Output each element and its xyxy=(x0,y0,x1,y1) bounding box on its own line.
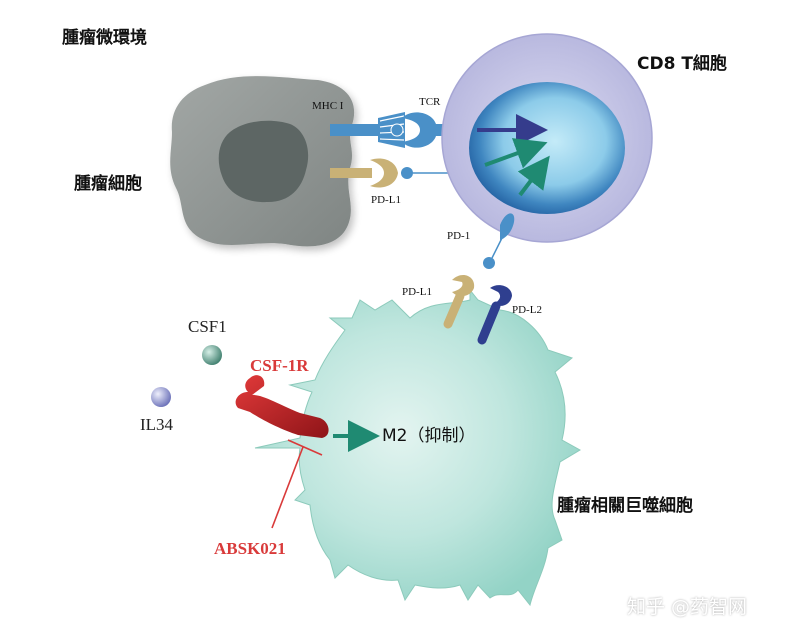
mhc-i-label: MHC I xyxy=(312,100,344,112)
tumor-cell-label: 腫瘤細胞 xyxy=(74,174,142,194)
pd1-lower-receptor xyxy=(483,213,515,269)
pdl1-tumor-ligand xyxy=(330,158,398,188)
tumor-nucleus xyxy=(218,120,309,203)
csf1-ligand xyxy=(202,345,222,365)
pdl1-tumor-label: PD-L1 xyxy=(371,194,401,206)
cd8-t-cell xyxy=(441,33,653,243)
il34-label: IL34 xyxy=(140,415,174,434)
csf1r-label: CSF-1R xyxy=(250,356,309,375)
m2-label: M2（抑制） xyxy=(382,426,476,446)
absk021-inhibitor-line xyxy=(271,439,323,529)
macrophage xyxy=(254,288,581,607)
tcr-label: TCR xyxy=(419,96,441,108)
watermark: 知乎 @药智网 xyxy=(627,596,748,618)
pdl1-macrophage-ligand xyxy=(443,274,475,329)
tcr-receptor xyxy=(402,112,470,148)
pd1-label: PD-1 xyxy=(447,230,471,242)
mhc-i-receptor xyxy=(330,112,405,148)
tme-label: 腫瘤微環境 xyxy=(62,28,147,48)
pdl2-macrophage-ligand xyxy=(477,285,512,345)
csf1r-receptor xyxy=(235,375,329,438)
absk021-label: ABSK021 xyxy=(214,539,286,558)
tam-label: 腫瘤相關巨噬細胞 xyxy=(557,496,693,516)
pdl1-macrophage-label: PD-L1 xyxy=(402,286,432,298)
cd8-t-cell-label: CD8 T細胞 xyxy=(637,54,727,74)
pdl2-macrophage-label: PD-L2 xyxy=(512,304,542,316)
il34-ligand xyxy=(151,387,171,407)
tumor-cell xyxy=(170,76,355,247)
csf1-label: CSF1 xyxy=(188,317,227,336)
